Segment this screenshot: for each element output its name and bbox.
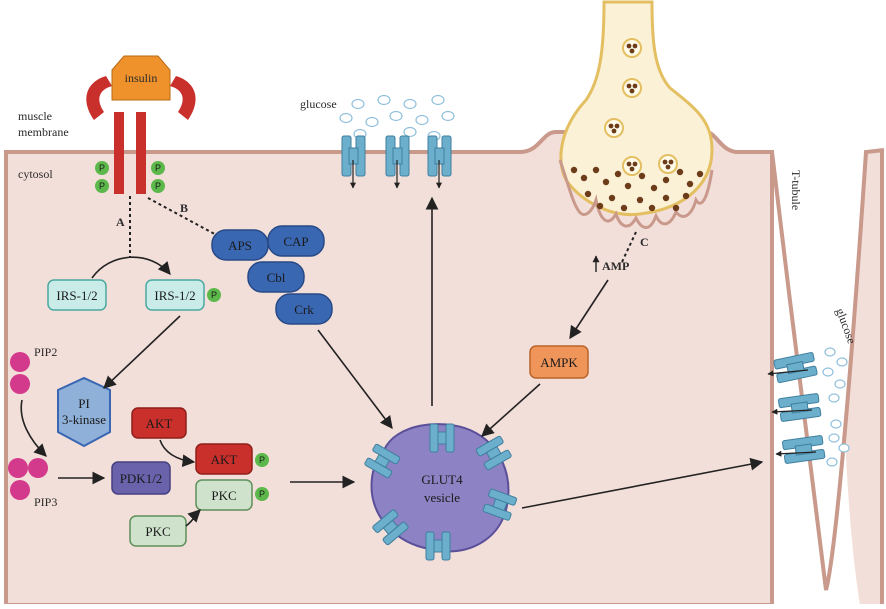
pi3k-node: PI 3-kinase: [57, 376, 111, 448]
svg-text:PKC: PKC: [211, 488, 236, 503]
svg-text:CAP: CAP: [283, 234, 308, 249]
akt-inactive-node: AKT: [131, 407, 187, 439]
irs-left-node: IRS-1/2: [47, 279, 107, 311]
pip2-molecule: PIP2: [10, 345, 57, 394]
svg-text:PDK1/2: PDK1/2: [120, 471, 163, 486]
svg-text:APS: APS: [228, 238, 252, 253]
muscle-label: muscle: [18, 109, 52, 123]
label-b: B: [180, 201, 188, 215]
svg-text:P: P: [99, 163, 105, 173]
pip2-to-pip3-arrow: [20, 399, 47, 457]
aps-cap-complex: APS CAP Cbl Crk: [211, 225, 333, 325]
glucose-entry-arrows: [350, 160, 442, 189]
pkc-active-node: PKC P: [195, 479, 269, 511]
irs-to-pi3k-arrow: [103, 315, 181, 389]
svg-text:P: P: [155, 163, 161, 173]
svg-text:IRS-1/2: IRS-1/2: [56, 288, 97, 303]
cytosol-label: cytosol: [18, 167, 53, 181]
akt-activation-arrow: [159, 439, 196, 468]
svg-text:PIP3: PIP3: [34, 495, 57, 509]
crk-to-glut4-arrow: [317, 329, 393, 430]
insulin-label: insulin: [125, 71, 158, 85]
svg-text:P: P: [155, 181, 161, 191]
svg-text:3-kinase: 3-kinase: [62, 412, 106, 427]
membrane-label: membrane: [18, 125, 69, 139]
label-a: A: [116, 215, 125, 229]
svg-text:IRS-1/2: IRS-1/2: [154, 288, 195, 303]
synaptic-folds: [558, 159, 714, 229]
glucose-molecules-right: [822, 347, 850, 467]
glucose-molecules-top: [339, 94, 455, 142]
svg-text:AKT: AKT: [146, 416, 173, 431]
svg-text:P: P: [99, 181, 105, 191]
insulin-receptor: [86, 76, 196, 194]
svg-text:P: P: [259, 455, 265, 465]
glut4-transporters: [364, 423, 518, 561]
pkc-inactive-node: PKC: [129, 515, 187, 547]
svg-text:Cbl: Cbl: [267, 270, 286, 285]
pkc-activation-arrow: [185, 509, 201, 527]
ampk-to-glut4-arrow: [481, 383, 541, 437]
svg-text:P: P: [259, 489, 265, 499]
svg-text:AMPK: AMPK: [540, 355, 578, 370]
pathway-b-dashed: [147, 197, 223, 239]
glucose-transporters-top: [341, 135, 452, 177]
irs-phospho-arrow: [91, 256, 171, 279]
svg-text:AKT: AKT: [211, 452, 238, 467]
receptor-phospho-sites: P P P P: [95, 161, 165, 193]
svg-text:vesicle: vesicle: [424, 490, 460, 505]
label-c: C: [640, 235, 649, 249]
insulin-molecule: insulin: [111, 55, 171, 101]
t-tubule-label: T-tubule: [789, 170, 803, 210]
released-transmitter: [570, 166, 704, 212]
irs-right-node: IRS-1/2 P: [145, 279, 221, 311]
glucose-top-label: glucose: [300, 97, 337, 111]
svg-text:PKC: PKC: [145, 524, 170, 539]
ampk-node: AMPK: [529, 345, 589, 379]
glut4-vesicle: GLUT4 vesicle: [370, 423, 510, 553]
svg-text:Crk: Crk: [294, 302, 314, 317]
svg-text:P: P: [211, 290, 217, 300]
synaptic-vesicles: [604, 38, 678, 176]
svg-text:PI: PI: [78, 396, 90, 411]
akt-active-node: AKT P: [195, 443, 269, 475]
pdk-node: PDK1/2: [111, 461, 171, 495]
svg-text:PIP2: PIP2: [34, 345, 57, 359]
svg-text:GLUT4: GLUT4: [421, 472, 463, 487]
glucose-entry-arrows-right: [767, 369, 817, 457]
amp-to-ampk-arrow: [569, 279, 609, 340]
glucose-transporters-right: [773, 352, 826, 464]
pip3-molecule: PIP3: [8, 458, 57, 509]
amp-label: AMP: [602, 259, 629, 273]
glut4-to-t-tubule-arrow: [521, 457, 764, 509]
